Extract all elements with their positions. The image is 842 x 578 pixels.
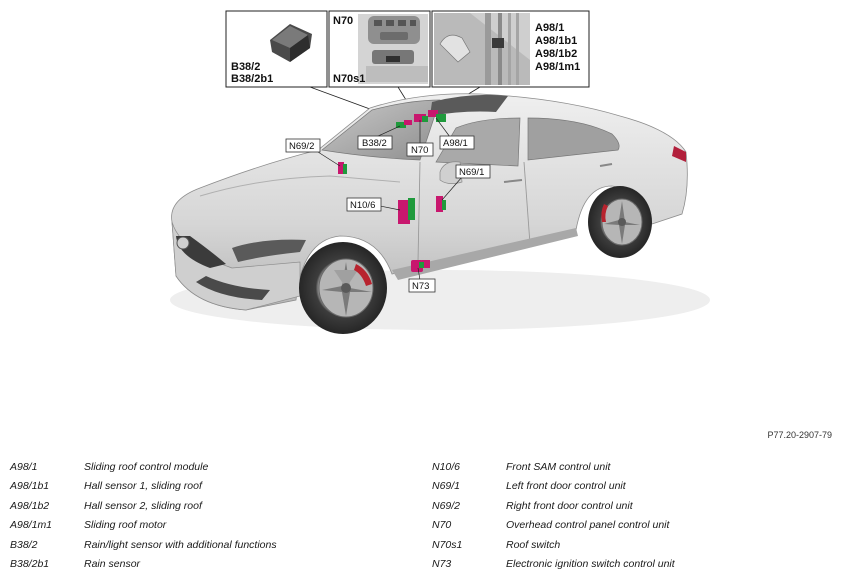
legend-code: N70 — [432, 519, 452, 532]
callout-n69-1-text: N69/1 — [459, 167, 484, 178]
component-a98-1 — [428, 110, 446, 122]
callout-leader-lines — [317, 117, 463, 281]
legend-row: A98/1m1 Sliding roof motor — [10, 516, 277, 535]
legend-row: B38/2b1 Rain sensor — [10, 555, 277, 574]
legend-desc: Overhead control panel control unit — [506, 519, 670, 532]
inset-n70-label-2: N70s1 — [333, 73, 365, 85]
callout-n69-2: N69/2 — [285, 138, 321, 153]
inset-a98-label-4: A98/1m1 — [535, 61, 580, 73]
callout-n69-1: N69/1 — [455, 164, 491, 179]
component-n69-2 — [338, 162, 347, 174]
legend-code: A98/1b2 — [10, 499, 50, 512]
legend-desc: Rain sensor — [84, 558, 141, 571]
callout-n70: N70 — [406, 142, 434, 157]
callout-a98-1-text: A98/1 — [443, 138, 468, 149]
figure-reference-code: P77.20-2907-79 — [767, 430, 832, 440]
component-n70 — [414, 114, 428, 122]
legend-desc: Front SAM control unit — [506, 461, 611, 473]
callout-n69-2-text: N69/2 — [289, 141, 314, 152]
component-n73 — [411, 260, 430, 272]
legend-code: A98/1m1 — [10, 519, 53, 532]
legend-row: B38/2 Rain/light sensor with additional f… — [10, 536, 277, 555]
legend-row: N70s1 Roof switch — [432, 536, 675, 555]
legend-desc: Right front door control unit — [506, 499, 633, 512]
inset-a98-label-2: A98/1b1 — [535, 35, 577, 47]
legend-desc: Left front door control unit — [506, 480, 626, 493]
legend-desc: Rain/light sensor with additional functi… — [84, 538, 277, 551]
callout-a98-1: A98/1 — [439, 135, 475, 150]
callout-b38-2: B38/2 — [357, 135, 393, 150]
callout-n70-text: N70 — [411, 145, 428, 156]
legend-desc: Hall sensor 1, sliding roof — [84, 480, 202, 493]
inset-b38-label-1: B38/2 — [231, 61, 260, 73]
legend-row: A98/1b1 Hall sensor 1, sliding roof — [10, 477, 277, 496]
legend-row: N73 Electronic ignition switch control un… — [432, 555, 675, 574]
callout-n10-6-text: N10/6 — [350, 200, 375, 211]
legend-code: N73 — [432, 558, 452, 571]
inset-b38-label-2: B38/2b1 — [231, 73, 273, 85]
component-n10-6 — [398, 198, 415, 224]
legend-row: N10/6 Front SAM control unit — [432, 458, 675, 477]
callout-n73-text: N73 — [412, 281, 429, 292]
component-b38-2 — [396, 120, 412, 128]
legend-desc: Sliding roof control module — [84, 461, 209, 473]
legend-code: N69/2 — [432, 499, 461, 512]
legend-row: A98/1b2 Hall sensor 2, sliding roof — [10, 497, 277, 516]
component-markers — [338, 110, 446, 272]
legend-code: N10/6 — [432, 461, 461, 473]
inset-a98-label-3: A98/1b2 — [535, 48, 577, 60]
legend-desc: Roof switch — [506, 538, 561, 551]
legend-row: N70 Overhead control panel control unit — [432, 516, 675, 535]
sliding-roof-module-icon — [434, 13, 530, 85]
component-n69-1 — [436, 196, 446, 212]
callout-n10-6: N10/6 — [346, 197, 382, 212]
rain-sensor-icon — [270, 24, 312, 62]
legend-code: A98/1b1 — [10, 480, 50, 493]
inset-n70-label-1: N70 — [333, 15, 353, 27]
legend-right: N10/6 Front SAM control unit N69/1 Left fr… — [432, 458, 675, 574]
legend-code: B38/2b1 — [10, 558, 50, 571]
legend-desc: Hall sensor 2, sliding roof — [84, 499, 202, 512]
legend-desc: Electronic ignition switch control unit — [506, 558, 675, 571]
legend-code: A98/1 — [10, 461, 38, 473]
inset-n70: N70 N70s1 — [328, 10, 431, 88]
legend-desc: Sliding roof motor — [84, 519, 167, 532]
inset-a98: A98/1 A98/1b1 A98/1b2 A98/1m1 — [431, 10, 590, 88]
callout-b38-2-text: B38/2 — [362, 138, 387, 149]
car-illustration — [170, 93, 710, 334]
legend-code: N70s1 — [432, 538, 463, 551]
component-location-diagram: B38/2 B38/2b1 N70 N70s1 — [170, 10, 710, 334]
inset-a98-label-1: A98/1 — [535, 22, 564, 34]
legend-code: N69/1 — [432, 480, 461, 493]
inset-b38: B38/2 B38/2b1 — [225, 10, 328, 88]
legend-code: B38/2 — [10, 538, 38, 551]
overhead-panel-icon — [358, 14, 428, 84]
callout-n73: N73 — [408, 278, 436, 293]
front-wheel-icon — [299, 242, 387, 334]
rear-wheel-icon — [588, 186, 652, 258]
legend-row: N69/1 Left front door control unit — [432, 477, 675, 496]
legend-left: A98/1 Sliding roof control module A98/1b1… — [10, 458, 277, 574]
legend-row: A98/1 Sliding roof control module — [10, 458, 277, 477]
legend-row: N69/2 Right front door control unit — [432, 497, 675, 516]
